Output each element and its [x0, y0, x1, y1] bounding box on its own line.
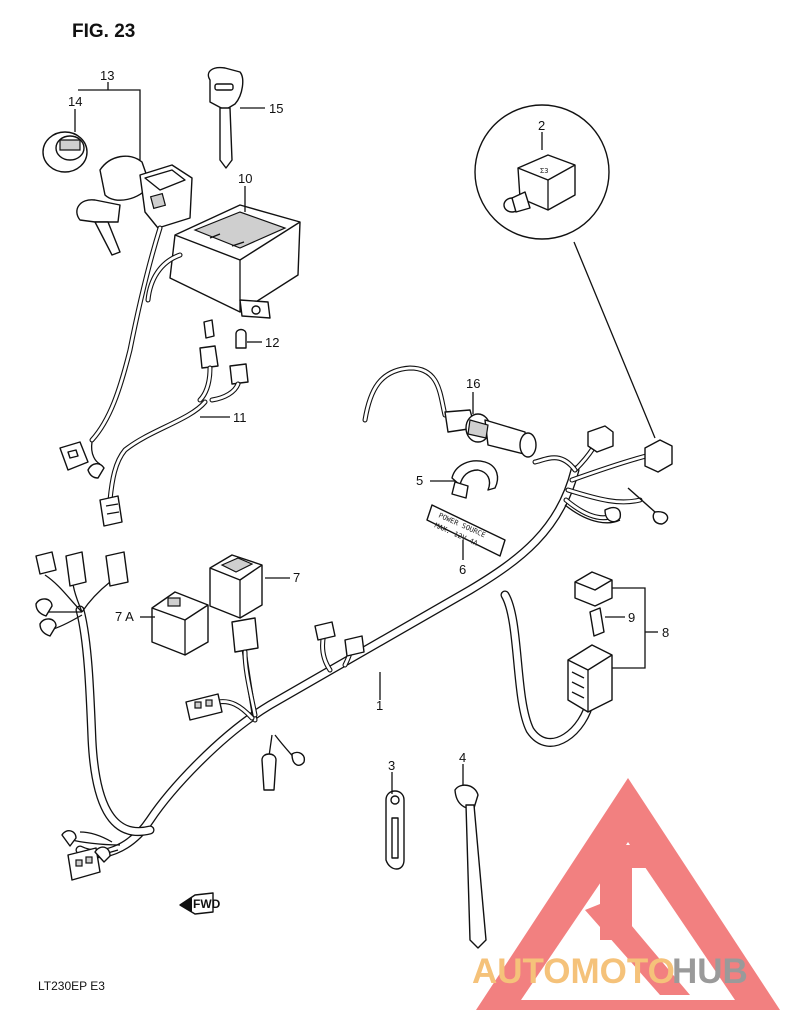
relay-7: [209, 554, 263, 718]
callout-leaders: [74, 82, 658, 794]
relay-box: [145, 204, 301, 319]
callout-1: 1: [376, 698, 383, 713]
connector-marking: Σ3: [540, 167, 548, 175]
callout-8: 8: [662, 625, 669, 640]
watermark-text-primary: AUTOMOTO: [472, 952, 675, 991]
loop-wire: [362, 365, 448, 423]
callout-15: 15: [269, 101, 283, 116]
figure-title: FIG. 23: [72, 21, 135, 42]
left-connector-cluster: [35, 551, 129, 637]
callout-3: 3: [388, 758, 395, 773]
callout-9: 9: [628, 610, 635, 625]
callout-4: 4: [459, 750, 466, 765]
forward-arrow: FWD: [179, 892, 221, 915]
bulb-sub-harness: [99, 319, 249, 527]
forward-arrow-label: FWD: [193, 897, 221, 911]
harness-holder: [385, 790, 405, 870]
callout-5: 5: [416, 473, 423, 488]
power-source-plate: POWER SOURCE MAX. 12V 4A: [426, 504, 506, 557]
watermark-text: AUTOMOTO HUB: [472, 952, 748, 991]
detail-circle: Σ3: [474, 104, 656, 439]
callout-7: 7: [293, 570, 300, 585]
callout-14: 14: [68, 94, 82, 109]
callout-13: 13: [100, 68, 114, 83]
ignition-key: [207, 66, 244, 169]
watermark-logo: [476, 778, 780, 1010]
cable-tie: [454, 784, 487, 949]
model-code: LT230EP E3: [38, 979, 105, 993]
fuse-box: [567, 571, 613, 713]
callout-2: 2: [538, 118, 545, 133]
watermark-text-secondary: HUB: [672, 952, 748, 991]
callout-7a: 7 A: [115, 609, 134, 624]
callout-6: 6: [459, 562, 466, 577]
callout-16: 16: [466, 376, 480, 391]
harness-connectors: [61, 621, 365, 881]
relay-7a: [151, 591, 209, 656]
callout-labels: 1 2 3 4 5 6 7 7 A 8 9 10 11 12 13 14 15 …: [68, 68, 669, 773]
callout-10: 10: [238, 171, 252, 186]
callout-12: 12: [265, 335, 279, 350]
callout-11: 11: [233, 410, 247, 425]
ignition-switch: [42, 131, 193, 443]
harness-end-connector: [587, 425, 673, 525]
socket-clamp: [451, 460, 499, 499]
switch-connector: [59, 441, 105, 479]
accessory-socket: [444, 409, 537, 458]
